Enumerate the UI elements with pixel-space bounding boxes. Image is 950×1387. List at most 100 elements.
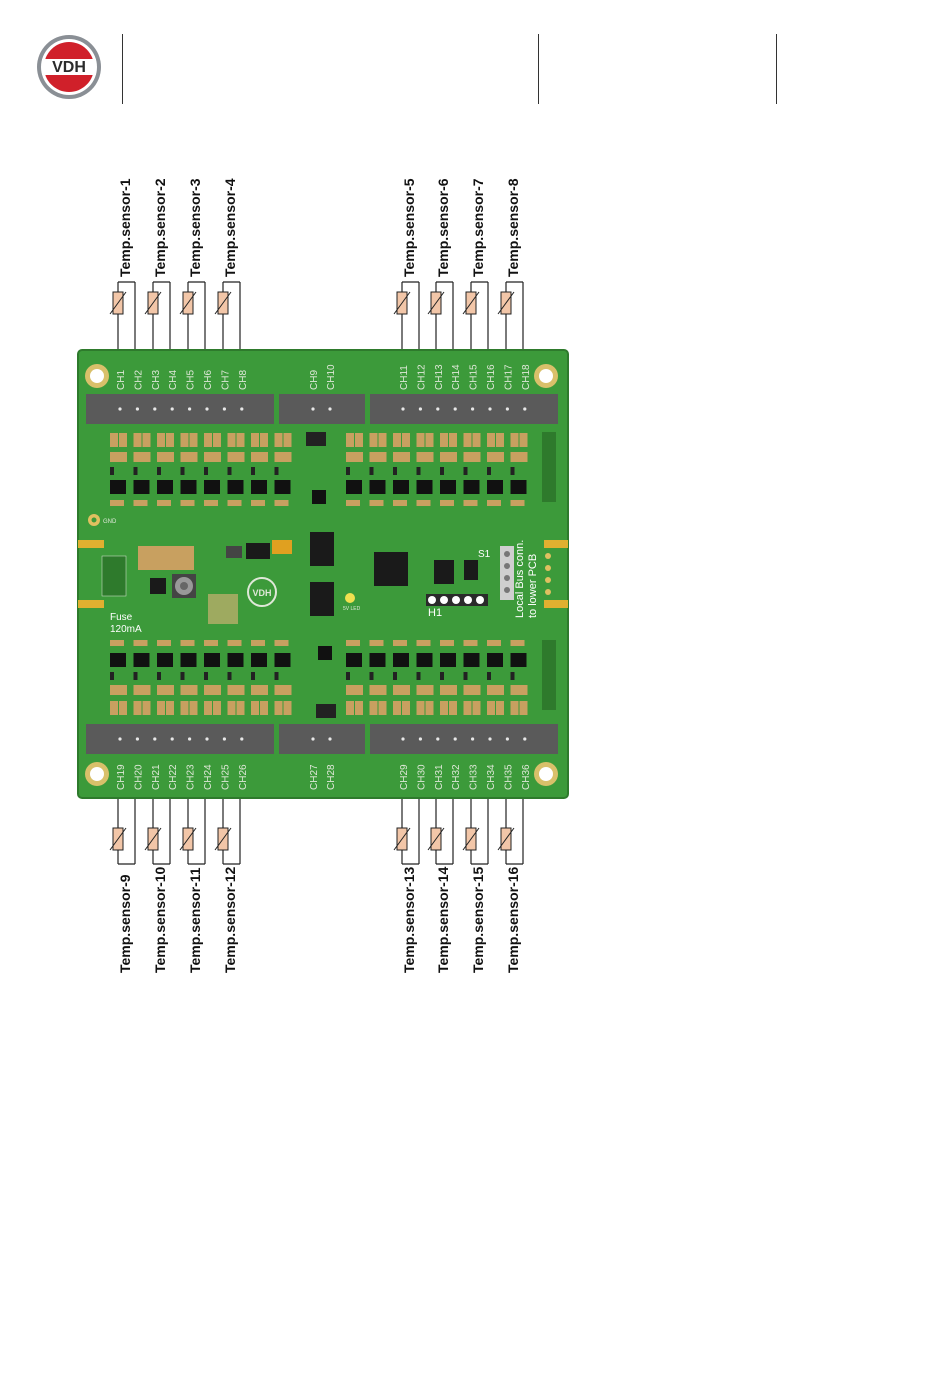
mounting-hole-bl (85, 762, 109, 786)
resistor-smd (416, 701, 425, 715)
capacitor-smd (369, 685, 387, 695)
resistor-smd (378, 701, 387, 715)
bottom-channel-label: CH28 (326, 764, 337, 790)
resistor-smd (487, 701, 495, 715)
right-edge-pads (545, 553, 551, 595)
transistor (157, 653, 173, 667)
resistor-smd (487, 500, 501, 506)
capacitor-smd (487, 685, 504, 695)
resistor-smd (227, 701, 236, 715)
connector-pin (135, 737, 139, 741)
right-column-components (542, 432, 556, 502)
sensor-label: Temp.sensor-5 (401, 178, 417, 277)
header-divider-1 (122, 34, 123, 104)
connector-pin (118, 737, 122, 741)
resistor-smd (393, 500, 407, 506)
connector-pin (118, 407, 122, 411)
top-channel-label: CH5 (186, 370, 197, 390)
sensor-label: Temp.sensor-10 (152, 866, 168, 973)
resistor-smd (369, 640, 384, 646)
connector-pin (488, 407, 492, 411)
capacitor-smd (346, 685, 363, 695)
capacitor-smd (510, 685, 528, 695)
resistor-smd (157, 500, 171, 506)
connector-pin (418, 407, 422, 411)
transistor (369, 653, 386, 667)
connector-pin (505, 737, 509, 741)
top-channel-label: CH18 (521, 364, 532, 390)
resistor-smd (119, 433, 127, 447)
resistor-smd (213, 433, 221, 447)
connector-pin (453, 737, 457, 741)
connector-pin (170, 737, 174, 741)
resistor-smd (355, 433, 363, 447)
edge-pad-4 (544, 600, 568, 608)
temp-sensor (497, 798, 524, 865)
transistor (416, 653, 433, 667)
resistor-smd (274, 500, 289, 506)
top-sensor-wires (109, 281, 524, 350)
resistor-smd (393, 640, 407, 646)
bottom-channel-label: CH20 (133, 764, 144, 790)
diode-smd (393, 672, 397, 680)
h1-label: H1 (428, 607, 442, 619)
header-divider-3 (776, 34, 777, 104)
transistor (440, 480, 456, 494)
transistor (463, 653, 480, 667)
capacitor-smd (180, 452, 198, 462)
resistor-smd (425, 701, 434, 715)
transistor (110, 480, 126, 494)
transistor (393, 653, 409, 667)
resistor-smd (180, 640, 195, 646)
diode-smd (463, 467, 468, 475)
transistor (251, 480, 267, 494)
sensor-label: Temp.sensor-1 (117, 178, 133, 277)
resistor-smd (204, 701, 212, 715)
sensor-label: Temp.sensor-8 (505, 178, 521, 277)
diode-smd (133, 672, 138, 680)
connector-pin (488, 737, 492, 741)
connector-pin (153, 737, 157, 741)
resistor-smd (472, 701, 481, 715)
bottom-channel-label: CH29 (399, 764, 410, 790)
temp-sensor (427, 798, 454, 865)
diode-smd (274, 672, 279, 680)
top-channel-label: CH13 (434, 364, 445, 390)
diode (226, 546, 242, 558)
transistor (110, 653, 126, 667)
capacitor-smd (110, 685, 127, 695)
diode-smd (416, 467, 421, 475)
bottom-channel-label: CH21 (151, 764, 162, 790)
diode-smd (440, 467, 444, 475)
temp-sensor (427, 281, 454, 350)
fuse-chip (306, 432, 326, 446)
sensor-label: Temp.sensor-16 (505, 866, 521, 973)
connector-pin (401, 737, 405, 741)
bottom-channel-label: CH32 (451, 764, 462, 790)
qr-code (208, 594, 238, 624)
led-indicator (345, 593, 355, 603)
capacitor-smd (251, 452, 268, 462)
resistor-smd (119, 701, 127, 715)
transistor (133, 653, 150, 667)
connector-pin (471, 407, 475, 411)
top-channel-label: CH1 (116, 370, 127, 390)
connector-pin (523, 737, 527, 741)
vdh-logo-icon: VDH (37, 35, 101, 99)
bottom-channel-label: CH30 (416, 764, 427, 790)
resistor-smd (440, 500, 454, 506)
diode-smd (346, 467, 350, 475)
resistor-smd (166, 701, 174, 715)
resistor-smd (510, 701, 519, 715)
sensor-label: Temp.sensor-7 (470, 178, 486, 277)
connector-pin (505, 407, 509, 411)
sensor-label: Temp.sensor-12 (222, 866, 238, 973)
transistor (227, 653, 244, 667)
resistor-smd (227, 500, 242, 506)
resistor-smd (378, 433, 387, 447)
transistor (274, 653, 291, 667)
connector-pin (311, 737, 315, 741)
